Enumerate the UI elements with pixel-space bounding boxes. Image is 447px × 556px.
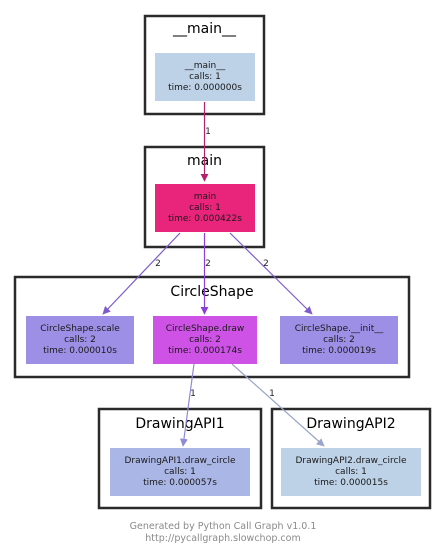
node-box (110, 448, 250, 496)
node-calls: calls: 1 (189, 203, 221, 213)
edge-main-to-init: 2 (229, 232, 313, 315)
edge-line (231, 363, 325, 447)
cluster-label-drawingapi2: DrawingAPI2 (306, 416, 395, 432)
node-calls: calls: 2 (189, 335, 221, 345)
node-name: main (194, 192, 217, 202)
node-calls: calls: 2 (323, 335, 355, 345)
node-calls: calls: 2 (64, 335, 96, 345)
edge-mainmain-to-main: 1 (200, 102, 211, 182)
edge-label: 1 (205, 127, 211, 137)
edge-line (229, 232, 313, 315)
footer-url-text: http://pycallgraph.slowchop.com (145, 533, 300, 544)
node-name: CircleShape.draw (166, 324, 245, 334)
node-drawingapi2-draw-circle: DrawingAPI2.draw_circle calls: 1 time: 0… (281, 448, 421, 496)
node-time: time: 0.000015s (314, 478, 388, 488)
node-time: time: 0.000010s (43, 346, 117, 356)
edge-line (179, 363, 195, 447)
node-main: main calls: 1 time: 0.000422s (155, 184, 255, 232)
edge-draw-to-api2: 1 (231, 363, 325, 447)
cluster-label-drawingapi1: DrawingAPI1 (135, 416, 224, 432)
node-mainmain: __main__ calls: 1 time: 0.000000s (155, 53, 255, 101)
node-circleshape-init: CircleShape.__init__ calls: 2 time: 0.00… (280, 316, 398, 364)
footer-generator-text: Generated by Python Call Graph v1.0.1 (130, 521, 317, 532)
node-time: time: 0.000019s (302, 346, 376, 356)
node-name: CircleShape.__init__ (295, 324, 384, 334)
node-circleshape-scale: CircleShape.scale calls: 2 time: 0.00001… (26, 316, 134, 364)
node-name: DrawingAPI1.draw_circle (125, 456, 236, 466)
edge-main-to-scale: 2 (102, 232, 181, 315)
node-calls: calls: 1 (189, 72, 221, 82)
node-name: CircleShape.scale (40, 324, 120, 334)
node-time: time: 0.000422s (168, 214, 242, 224)
cluster-label-circleshape: CircleShape (170, 284, 253, 300)
edge-line (102, 232, 181, 315)
edge-label: 2 (155, 259, 161, 269)
edge-label: 1 (190, 389, 196, 399)
node-box (155, 184, 255, 232)
node-time: time: 0.000000s (168, 83, 242, 93)
node-box (26, 316, 134, 364)
node-time: time: 0.000174s (168, 346, 242, 356)
node-box (281, 448, 421, 496)
node-calls: calls: 1 (164, 467, 196, 477)
node-name: DrawingAPI2.draw_circle (296, 456, 407, 466)
node-box (155, 53, 255, 101)
edge-label: 2 (205, 259, 211, 269)
cluster-label-mainmain: __main__ (172, 21, 237, 37)
node-name: __main__ (184, 61, 226, 71)
edge-label: 2 (263, 259, 269, 269)
node-circleshape-draw: CircleShape.draw calls: 2 time: 0.000174… (153, 316, 257, 364)
node-time: time: 0.000057s (143, 478, 217, 488)
node-box (280, 316, 398, 364)
node-box (153, 316, 257, 364)
edge-draw-to-api1: 1 (179, 363, 196, 447)
edge-label: 1 (269, 389, 275, 399)
edge-main-to-draw: 2 (200, 233, 211, 315)
node-calls: calls: 1 (335, 467, 367, 477)
node-drawingapi1-draw-circle: DrawingAPI1.draw_circle calls: 1 time: 0… (110, 448, 250, 496)
